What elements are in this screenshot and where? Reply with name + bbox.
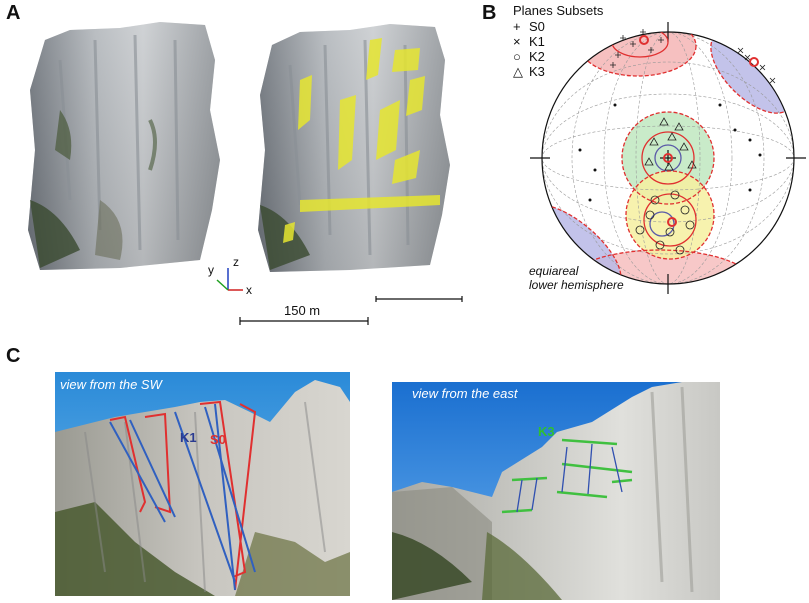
stereonet-dots [578, 103, 762, 202]
yellow-plane-marks [283, 38, 440, 243]
mean-poles [639, 35, 759, 227]
axis-gizmo [216, 268, 243, 291]
projection-line-1: equiareal [529, 264, 579, 278]
legend-item-s0: +S0 [513, 19, 545, 34]
panel-c-label: C [6, 345, 21, 367]
label-k1: K1 [180, 430, 197, 445]
photo-view-east [392, 382, 720, 600]
axis-x-label: x [246, 283, 252, 297]
photo-view-sw [55, 372, 350, 596]
photo-east-graphic [392, 382, 720, 600]
panel-a-graphic [28, 22, 463, 325]
rock-model-left [28, 22, 220, 270]
scale-bar-label: 150 m [284, 303, 321, 318]
stereonet-poles [610, 29, 776, 255]
caption-view-sw: view from the SW [60, 377, 162, 392]
projection-note: equiareal lower hemisphere [529, 264, 624, 292]
projection-line-2: lower hemisphere [529, 278, 624, 292]
stereonet [530, 22, 806, 294]
legend: +S0 ×K1 ○K2 △K3 [513, 19, 545, 79]
label-k3: K3 [538, 424, 555, 439]
legend-item-k3: △K3 [513, 64, 545, 79]
legend-title: Planes Subsets [513, 3, 604, 18]
panel-b-label: B [482, 2, 497, 24]
caption-view-east: view from the east [412, 386, 518, 401]
scale-bars [239, 296, 463, 325]
stereonet-grid [542, 32, 794, 284]
legend-item-k2: ○K2 [513, 49, 545, 64]
axis-y-label: y [208, 263, 214, 277]
panel-a-label: A [6, 2, 21, 24]
rock-model-right [258, 24, 450, 272]
label-s0: S0 [210, 432, 226, 447]
stereonet-ticks [530, 22, 806, 294]
legend-item-k1: ×K1 [513, 34, 545, 49]
photo-sw-graphic [55, 372, 350, 596]
axis-z-label: z [233, 255, 239, 269]
